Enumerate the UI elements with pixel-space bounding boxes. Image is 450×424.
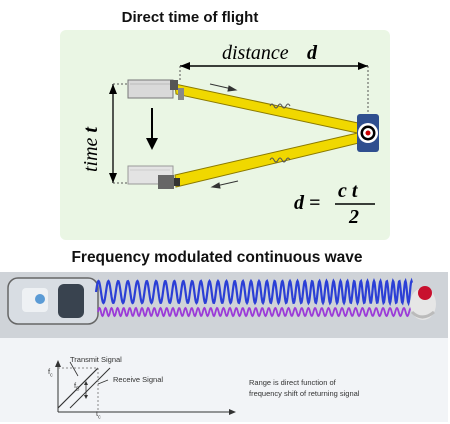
range-description: Range is direct function of frequency sh… — [249, 378, 360, 398]
receive-pointer — [97, 379, 109, 385]
beam-direction-arrows — [209, 83, 239, 189]
receive-signal-label: Receive Signal — [113, 375, 164, 384]
tof-diagram-panel — [60, 30, 390, 240]
distance-label: distance — [222, 42, 289, 64]
transmit-line — [57, 367, 99, 409]
fc-axis-label: fc — [48, 367, 53, 379]
distance-symbol: d — [307, 42, 317, 64]
fb-label: fB — [74, 381, 80, 393]
receive-line — [69, 367, 111, 409]
sensor-move-arrow — [146, 108, 158, 150]
car-icon — [7, 277, 99, 325]
title-fmcw: Frequency modulated continuous wave — [71, 249, 363, 266]
distance-arrow — [179, 62, 369, 118]
title-direct-tof: Direct time of flight — [121, 9, 259, 26]
outgoing-pulse — [269, 103, 291, 109]
sensor-bottom-icon — [127, 165, 180, 189]
pedestrian-icon — [410, 286, 436, 320]
sensor-top-icon — [127, 79, 184, 100]
time-arrow — [109, 83, 128, 184]
tc-axis-label: tc — [96, 409, 101, 421]
receive-wave — [97, 306, 413, 318]
formula-denominator: 2 — [349, 206, 359, 228]
formula-lhs: d = — [294, 192, 321, 214]
transmit-pointer — [69, 361, 79, 377]
formula-numerator: c t — [338, 180, 358, 202]
transmit-signal-label: Transmit Signal — [70, 355, 122, 364]
chirp-chart — [55, 360, 236, 415]
return-pulse — [269, 157, 291, 163]
target-icon — [357, 114, 379, 152]
transmit-wave — [94, 277, 414, 307]
